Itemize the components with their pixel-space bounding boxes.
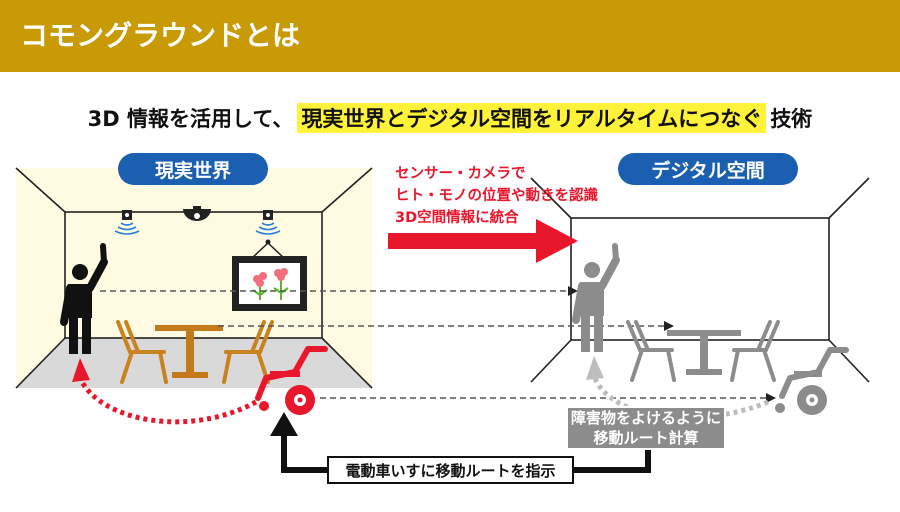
- table-icon: [667, 330, 741, 375]
- dome-camera-icon: [183, 206, 211, 221]
- chair-icon: [116, 320, 168, 384]
- sensor-description: センサー・カメラで ヒト・モノの位置や動きを認識 3D空間情報に統合: [395, 163, 598, 229]
- subtitle-highlight: 現実世界とデジタル空間をリアルタイムにつなぐ: [297, 103, 767, 133]
- tracking-line-table: [218, 321, 674, 331]
- sensor-line-2: ヒト・モノの位置や動きを認識: [395, 188, 598, 204]
- digital-world-label: デジタル空間: [618, 153, 798, 185]
- tracking-line-person: [100, 286, 578, 296]
- route-arrow-real: [72, 358, 258, 425]
- route-calculation-box: 障害物をよけるように 移動ルート計算: [566, 406, 726, 450]
- subtitle-before: 3D 情報を活用して、: [87, 107, 294, 131]
- person-waving-icon: [572, 243, 620, 352]
- instruction-text: 電動車いすに移動ルートを指示: [345, 461, 556, 480]
- tracking-line-wheelchair: [320, 393, 776, 403]
- sensor-camera-icon: [255, 210, 281, 235]
- chair-icon: [222, 320, 274, 384]
- title-bar: コモングラウンドとは: [0, 0, 900, 72]
- framed-flower-picture-icon: [232, 239, 307, 311]
- subtitle: 3D 情報を活用して、 現実世界とデジタル空間をリアルタイムにつなぐ 技術: [0, 101, 900, 135]
- sync-arrow-icon: [388, 219, 578, 263]
- electric-wheelchair-icon: [775, 347, 849, 415]
- route-arrow-digital: [586, 356, 769, 421]
- subtitle-after: 技術: [770, 107, 813, 131]
- real-world-label: 現実世界: [118, 153, 268, 185]
- chair-icon: [626, 320, 676, 382]
- table-icon: [155, 325, 223, 378]
- sensor-line-1: センサー・カメラで: [395, 166, 526, 182]
- instruction-box: 電動車いすに移動ルートを指示: [327, 456, 574, 484]
- sensor-line-3: 3D空間情報に統合: [395, 210, 519, 226]
- route-calc-line-1: 障害物をよけるように: [570, 409, 721, 427]
- sensor-camera-icon: [114, 210, 140, 235]
- page-title: コモングラウンドとは: [20, 19, 301, 52]
- electric-wheelchair-icon: [255, 346, 328, 415]
- person-waving-icon: [60, 243, 108, 354]
- route-calc-line-2: 移動ルート計算: [593, 429, 699, 447]
- chair-icon: [730, 320, 780, 382]
